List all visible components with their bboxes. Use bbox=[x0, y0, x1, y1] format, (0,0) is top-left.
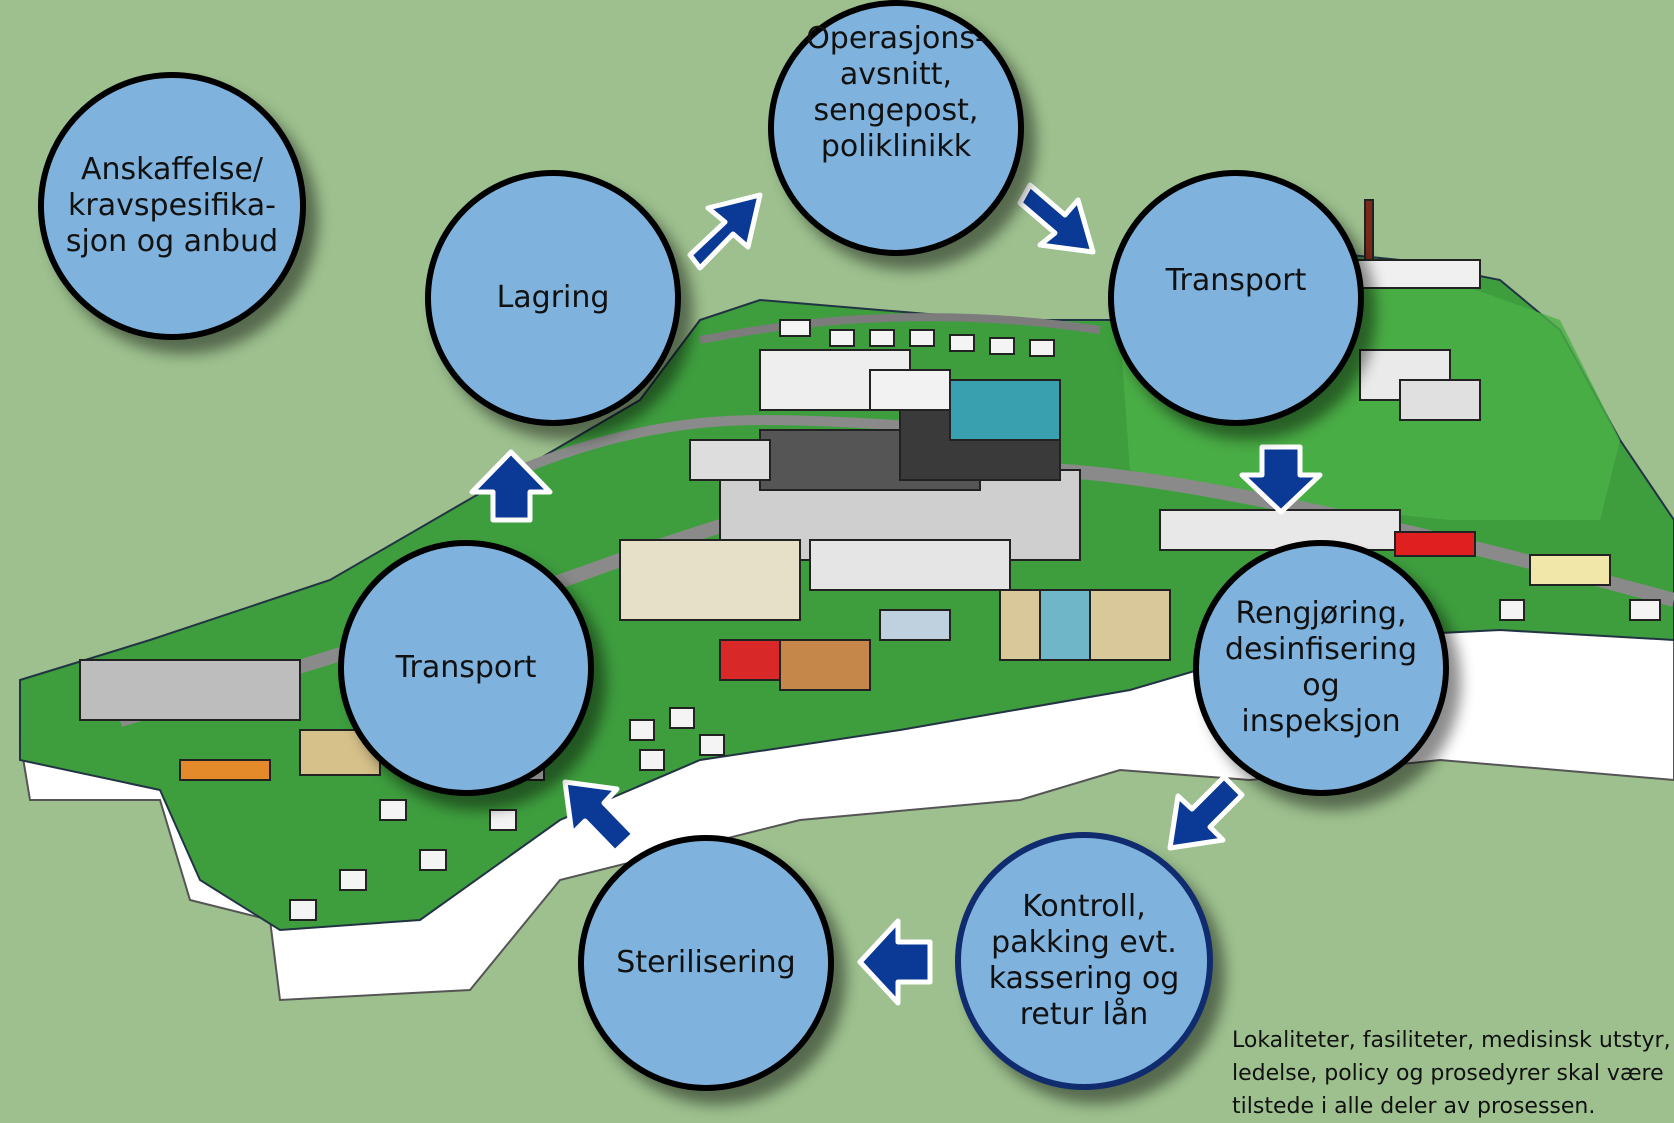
step-label: Anskaffelse/ kravspesifika- sjon og anbu… bbox=[65, 152, 279, 259]
footnote-text: Lokaliteter, fasiliteter, medisinsk utst… bbox=[1232, 1028, 1671, 1119]
arrow-icon bbox=[687, 192, 763, 271]
hospital-buildings bbox=[79, 199, 1611, 781]
step-label: Lagring bbox=[496, 280, 610, 315]
step-label: Operasjons- avsnitt, sengepost, poliklin… bbox=[806, 21, 986, 164]
flow-arrows bbox=[469, 182, 1323, 1006]
step-transport-left: Transport bbox=[338, 540, 594, 796]
step-label: Rengjøring, desinfisering og inspeksjon bbox=[1224, 596, 1418, 739]
step-sterilisering: Sterilisering bbox=[578, 835, 834, 1091]
road bbox=[699, 313, 1101, 344]
step-operasjon: Operasjons- avsnitt, sengepost, poliklin… bbox=[768, 0, 1024, 256]
arrow-icon bbox=[1017, 182, 1096, 255]
step-label: Transport bbox=[395, 650, 537, 685]
step-label: Kontroll, pakking evt. kassering og retu… bbox=[988, 889, 1180, 1032]
step-lagring: Lagring bbox=[425, 170, 681, 426]
arrow-icon bbox=[1167, 774, 1245, 851]
step-transport-right: Transport bbox=[1108, 170, 1364, 426]
arrow-icon bbox=[469, 449, 553, 523]
arrow-icon bbox=[857, 918, 933, 1006]
arrow-icon bbox=[562, 779, 637, 855]
step-rengjoring: Rengjøring, desinfisering og inspeksjon bbox=[1193, 540, 1449, 796]
step-kontroll: Kontroll, pakking evt. kassering og retu… bbox=[955, 832, 1213, 1090]
step-anskaffelse: Anskaffelse/ kravspesifika- sjon og anbu… bbox=[38, 72, 306, 340]
step-label: Transport bbox=[1165, 263, 1307, 298]
step-label: Sterilisering bbox=[616, 945, 796, 980]
arrow-icon bbox=[1239, 444, 1323, 515]
